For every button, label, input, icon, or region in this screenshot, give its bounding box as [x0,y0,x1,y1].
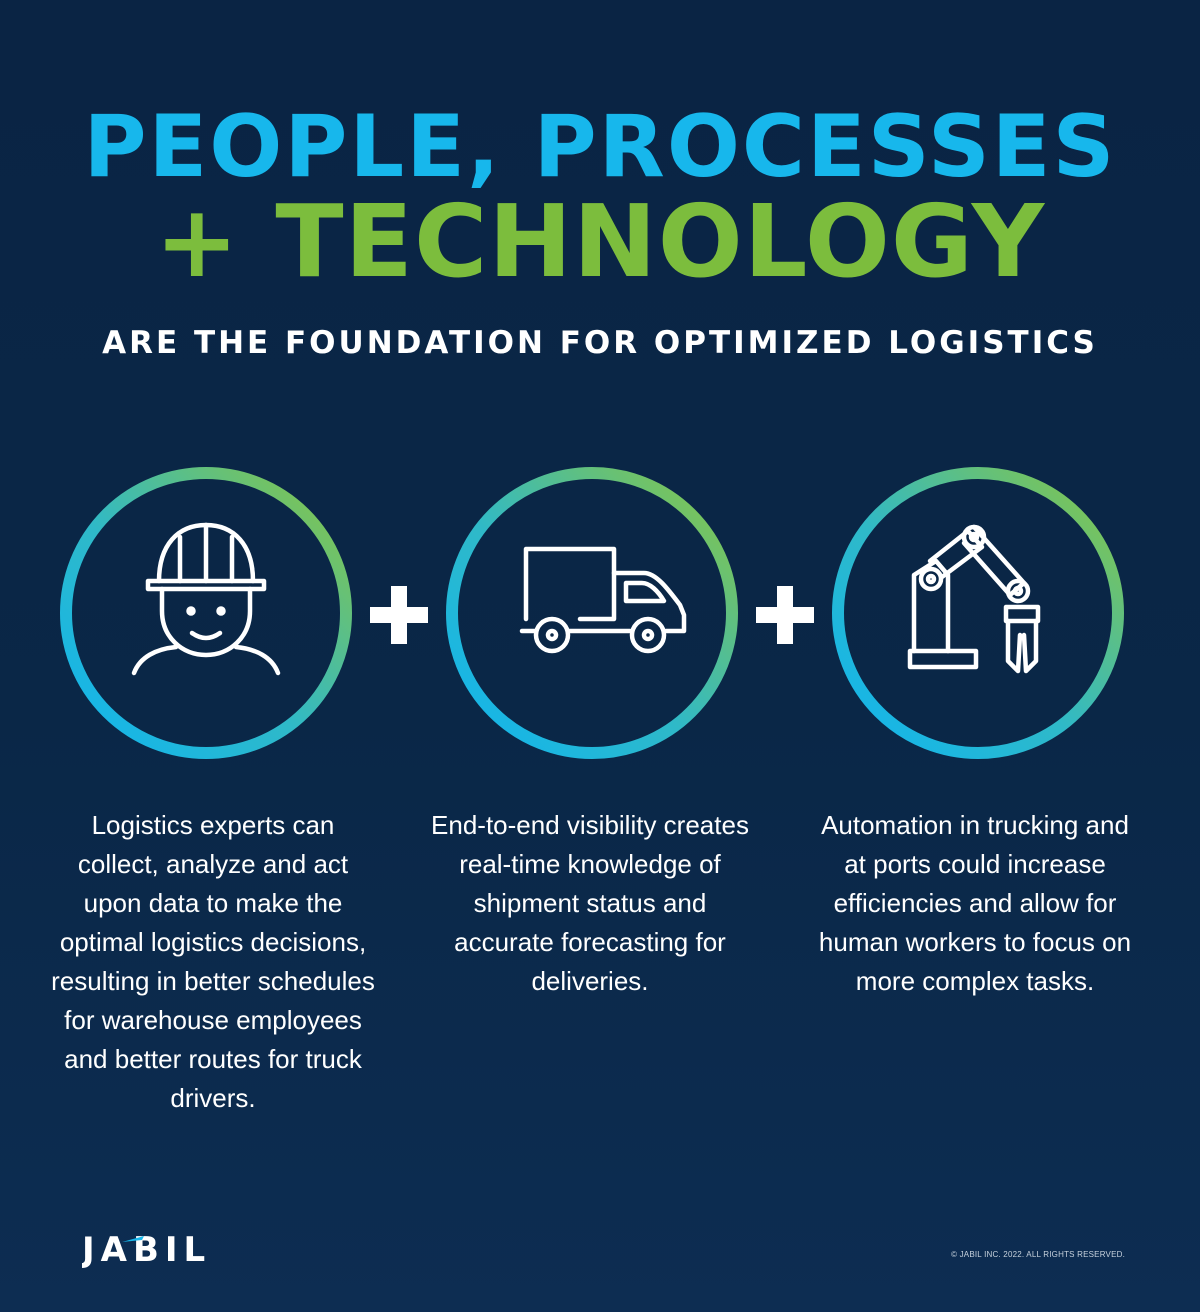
people-pillar-circle [58,465,354,761]
headline-line-2: + TECHNOLOGY [154,183,1046,300]
technology-pillar-circle [830,465,1126,761]
copyright-notice: © JABIL INC. 2022. ALL RIGHTS RESERVED. [951,1250,1125,1259]
people-description: Logistics experts can collect, analyze a… [51,810,375,1113]
subheadline: ARE THE FOUNDATION FOR OPTIMIZED LOGISTI… [102,325,1098,361]
technology-description: Automation in trucking and at ports coul… [818,810,1132,996]
jabil-logo: JABIL [82,1228,282,1268]
plus-icon [752,582,818,648]
delivery-truck-icon [519,546,687,654]
processes-description: End-to-end visibility creates real-time … [431,810,749,996]
robotic-arm-icon [907,524,1041,674]
svg-text:JABIL: JABIL [82,1230,211,1268]
worker-hardhat-icon [131,522,281,676]
headline-line-1: PEOPLE, PROCESSES [83,97,1117,197]
plus-icon [366,582,432,648]
processes-pillar-circle [444,465,740,761]
